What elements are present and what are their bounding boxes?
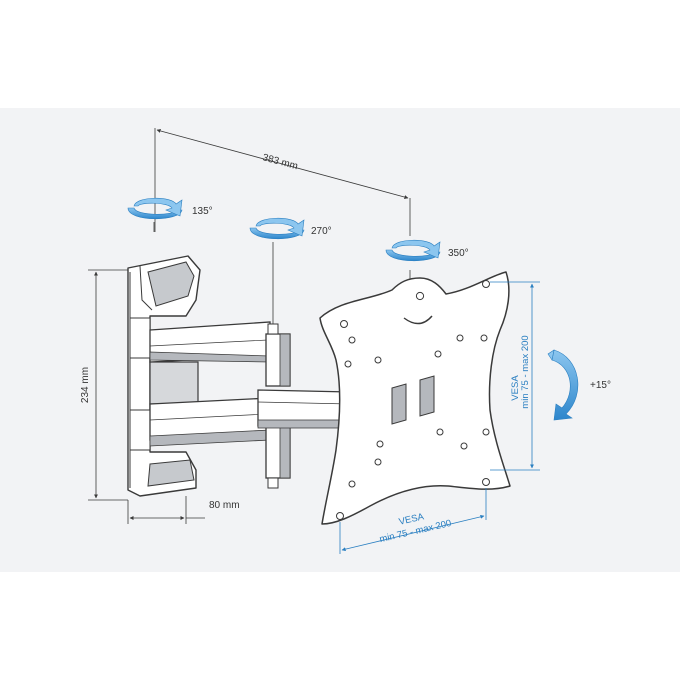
vesa-vertical-title: VESA: [510, 375, 521, 401]
middle-pivot: [265, 258, 291, 489]
mounting-holes: [336, 280, 490, 520]
arm-length-label: 383 mm: [261, 152, 299, 172]
vesa-vertical-dimension: VESA min 75 - max 200: [490, 281, 540, 471]
vesa-plate: [319, 271, 511, 525]
tilt-arrow-icon: [547, 349, 579, 421]
rotation-arrow-icon: [127, 197, 183, 232]
tilt-angle: +15°: [590, 380, 611, 391]
rotation-arrow-icon: [249, 217, 305, 258]
rotation-arrow-icon: [385, 239, 441, 262]
wall-pivot-angle: 135°: [192, 206, 213, 217]
lower-arm: [149, 397, 271, 447]
height-dimension: 234 mm: [80, 269, 128, 501]
depth-dimension: 80 mm: [127, 496, 240, 524]
wall-bracket: [127, 255, 201, 497]
depth-label: 80 mm: [209, 500, 240, 511]
upper-arm: [149, 321, 271, 363]
height-label: 234 mm: [80, 367, 91, 403]
plate-pivot-angle: 350°: [448, 248, 469, 259]
vesa-vertical-range: min 75 - max 200: [520, 335, 531, 408]
middle-pivot-angle: 270°: [311, 226, 332, 237]
front-arm: [257, 270, 411, 429]
